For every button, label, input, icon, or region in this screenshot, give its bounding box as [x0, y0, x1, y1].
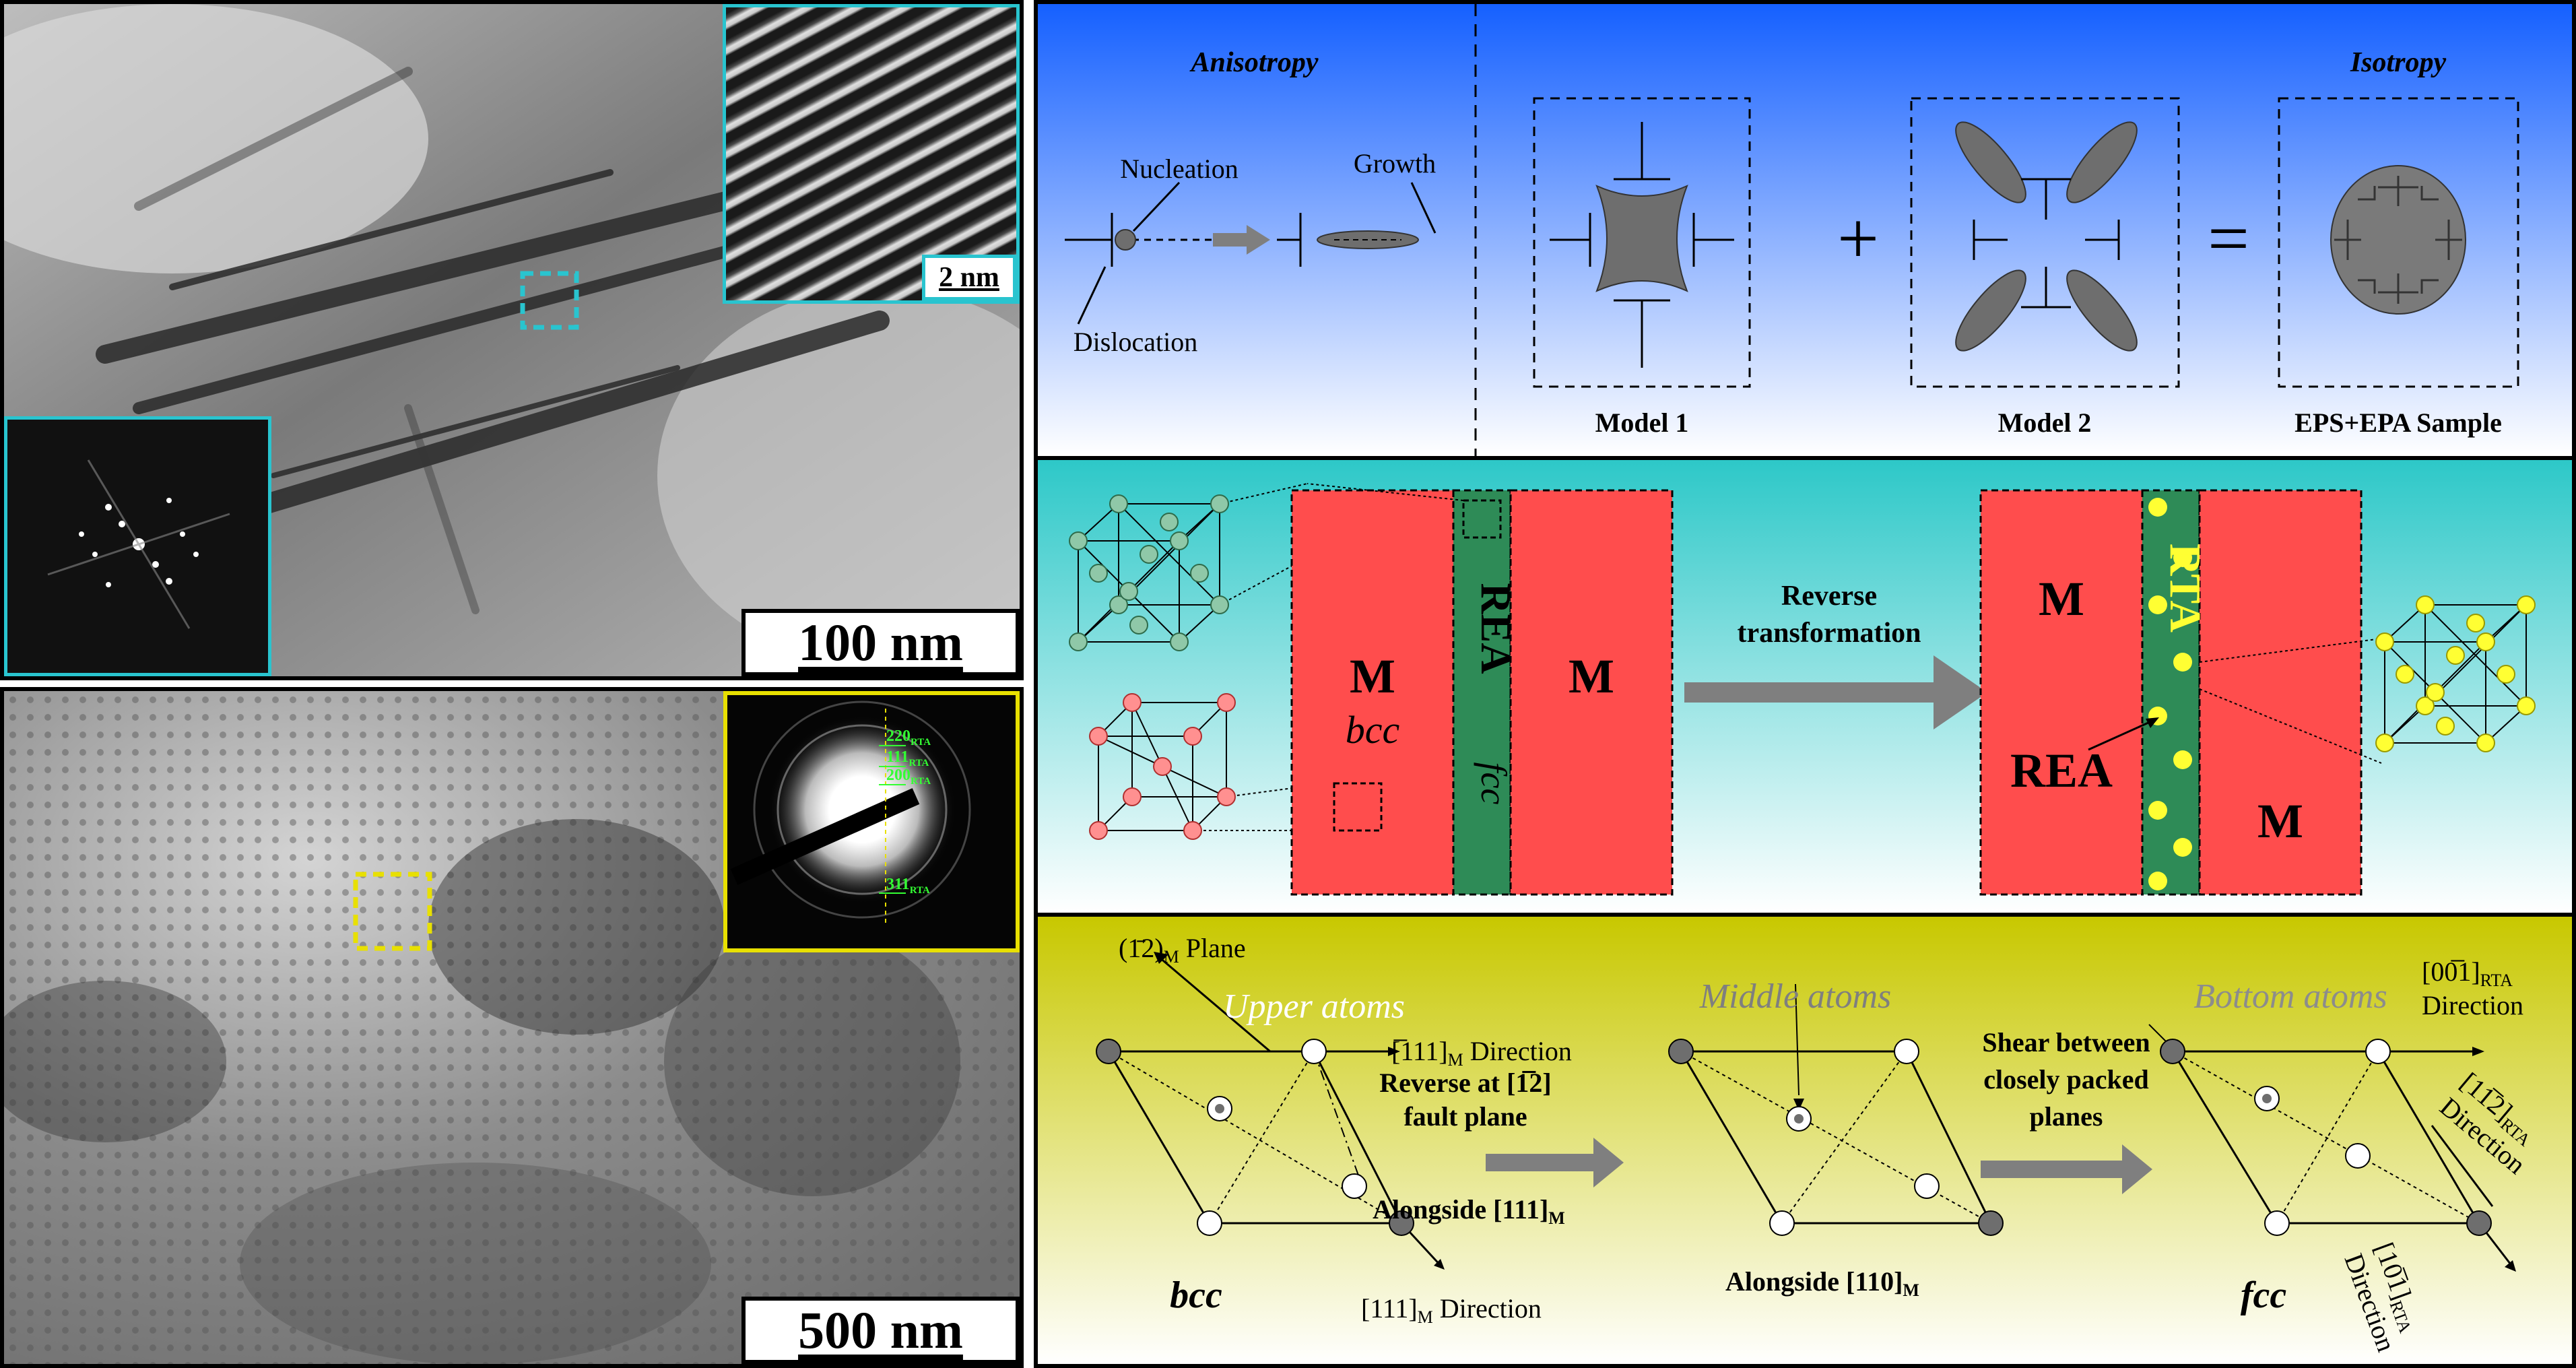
rea-label: REA	[1472, 583, 1520, 674]
rea-strip-left	[1452, 489, 1512, 896]
sample-particle	[2330, 165, 2466, 315]
equals-sign: =	[2208, 197, 2249, 280]
saed-inset: 220RTA 111RTA 200RTA 311RTA	[723, 691, 1020, 952]
scale-bar-top-label: 100 nm	[798, 613, 963, 672]
isotropy-label: Isotropy	[2350, 47, 2447, 78]
shear-line2: closely packed	[1983, 1064, 2149, 1095]
scale-bar-top: 100 nm	[741, 609, 1020, 676]
m-label-4: M	[2257, 794, 2303, 848]
roi-box-yellow	[353, 872, 432, 951]
model1-box	[1533, 97, 1751, 388]
model2-particles	[1955, 121, 2138, 352]
model1-label: Model 1	[1595, 408, 1689, 438]
transformation-diagram: M bcc M REA fcc Reverse transformation R…	[1069, 483, 2536, 896]
hrtem-inset: 2 nm	[723, 4, 1020, 304]
bottom-atoms-label: Bottom atoms	[2193, 977, 2387, 1016]
rea-label-right: REA	[2010, 744, 2113, 797]
sample-box	[2278, 97, 2519, 388]
dislocation-label: Dislocation	[1074, 327, 1197, 357]
plane-label: (1̄2)M Plane	[1119, 933, 1246, 967]
dir-001-direction: Direction	[2422, 990, 2523, 1020]
bcc-label: bcc	[1346, 708, 1400, 752]
fft-inset	[4, 416, 271, 676]
shear-line3: planes	[2030, 1101, 2103, 1132]
model2-label: Model 2	[1998, 408, 2092, 438]
fcc-structure-label: fcc	[2241, 1274, 2287, 1316]
reverse-label-2: transformation	[1738, 618, 1921, 649]
schematic-panel-anisotropy: Anisotropy Isotropy Nucleation Growth Di…	[1034, 0, 2576, 460]
alongside-110-label: Alongside [110]M	[1725, 1266, 1919, 1300]
schematic-panel-transformation: M bcc M REA fcc Reverse transformation R…	[1034, 456, 2576, 917]
martensite-right-1	[1979, 489, 2144, 896]
martensite-left-1	[1290, 489, 1455, 896]
sample-label: EPS+EPA Sample	[2294, 408, 2502, 438]
model1-particle	[1595, 185, 1688, 292]
rta-label: RTA	[2160, 544, 2210, 632]
transformation-arrow	[1684, 655, 1987, 729]
hrtem-scale-label: 2 nm	[939, 262, 999, 293]
saed-ring-200: 200RTA	[886, 767, 931, 787]
m-label-3: M	[2039, 572, 2084, 626]
anisotropy-diagram: Anisotropy Isotropy Nucleation Growth Di…	[1065, 4, 2519, 456]
growth-label: Growth	[1354, 148, 1436, 178]
anisotropy-label: Anisotropy	[1189, 47, 1318, 78]
saed-ring-111: 111RTA	[886, 748, 929, 769]
shear-arrow-1	[1486, 1138, 1624, 1187]
m-label-1: M	[1350, 649, 1395, 703]
bcc-structure-label: bcc	[1170, 1274, 1222, 1316]
martensite-left-2	[1509, 489, 1674, 896]
shear-diagram: (1̄2)M Plane Upper atoms [̅111]M Directi…	[1096, 933, 2534, 1355]
dir-bar111-label: [̅111]M Direction	[1391, 1036, 1572, 1070]
hrtem-scale-box: 2 nm	[922, 255, 1016, 300]
dir-001-label: [00̅1]RTA	[2422, 956, 2513, 990]
tem-image-top: 2 nm 100 nm	[0, 0, 1024, 680]
reverse-at-line1: Reverse at [1̅2]	[1379, 1068, 1551, 1098]
fcc-label: fcc	[1474, 762, 1514, 805]
saed-ring-311: 311RTA	[886, 876, 930, 896]
nucleation-label: Nucleation	[1120, 154, 1239, 184]
scale-bar-bottom: 500 nm	[741, 1297, 1020, 1364]
schematic-panel-shear: (1̄2)M Plane Upper atoms [̅111]M Directi…	[1034, 913, 2576, 1368]
shear-line1: Shear between	[1982, 1027, 2150, 1057]
saed-pattern: 220RTA 111RTA 200RTA 311RTA	[730, 701, 971, 924]
fft-pattern	[7, 420, 268, 673]
reverse-at-line2: fault plane	[1403, 1101, 1527, 1132]
martensite-right-2	[2198, 489, 2363, 896]
roi-box-cyan	[520, 271, 579, 330]
scale-bar-bottom-label: 500 nm	[798, 1301, 963, 1359]
middle-atoms-label: Middle atoms	[1699, 977, 1892, 1016]
shear-arrow-2	[1981, 1144, 2152, 1194]
alongside-111-label: Alongside [111]M	[1373, 1194, 1565, 1228]
upper-atoms-label: Upper atoms	[1223, 987, 1405, 1026]
saed-ring-220: 220RTA	[886, 727, 931, 748]
plus-sign: +	[1837, 197, 1879, 280]
m-label-2: M	[1568, 649, 1614, 703]
reverse-label-1: Reverse	[1781, 581, 1877, 612]
model2-box	[1910, 97, 2180, 388]
dir-111-label: [111]M Direction	[1361, 1293, 1542, 1327]
tem-image-bottom: 220RTA 111RTA 200RTA 311RTA 500 nm	[0, 687, 1024, 1368]
